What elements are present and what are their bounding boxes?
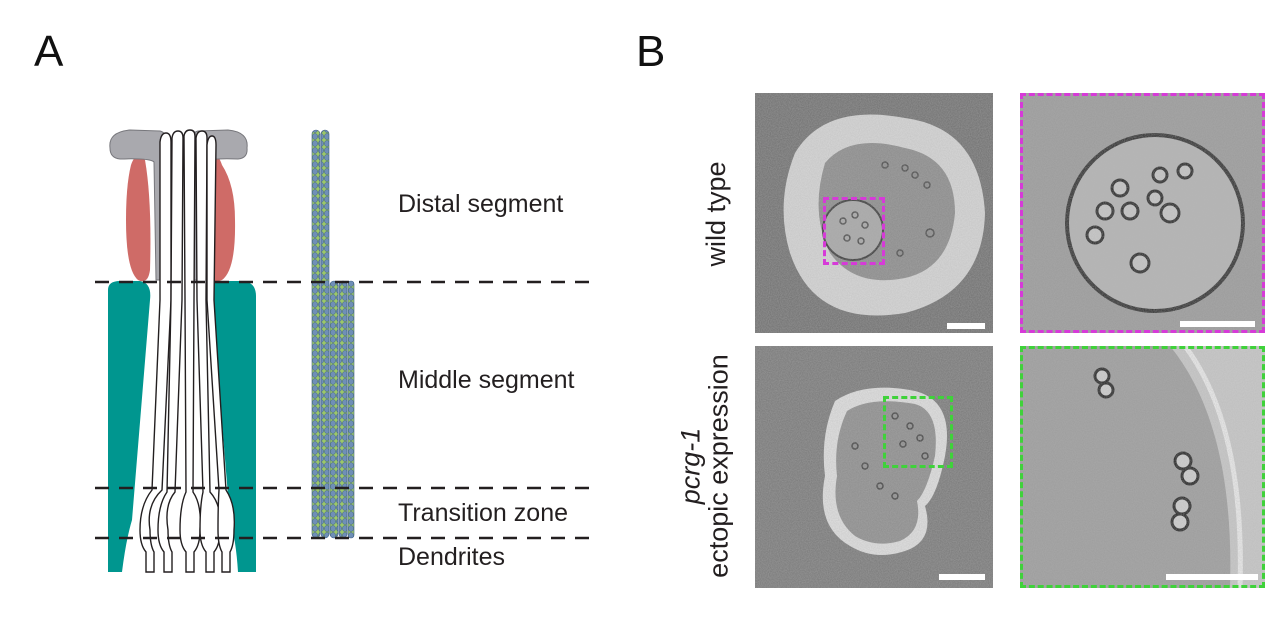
scale-bar <box>947 323 985 329</box>
sheath-cell-left <box>108 281 151 572</box>
em-pcrg1-zoom <box>1020 346 1265 588</box>
sheath-cell-right <box>211 281 256 572</box>
panel-a-letter: A <box>34 27 64 76</box>
row-label-pcrg1: pcrg-1 ectopic expression <box>675 354 734 578</box>
cilia-bundle <box>139 129 236 573</box>
inset-frame-green <box>1020 346 1265 588</box>
label-distal-segment: Distal segment <box>398 190 564 218</box>
em-wild-type-zoom <box>1020 93 1265 333</box>
label-middle-segment: Middle segment <box>398 366 575 394</box>
inset-box-green <box>883 396 953 468</box>
microtubule-c <box>329 280 339 539</box>
inset-frame-magenta <box>1020 93 1265 333</box>
row-label-wild-type: wild type <box>700 161 731 267</box>
cilium-1 <box>139 132 172 573</box>
microtubule-a <box>311 129 321 539</box>
cilium-5 <box>206 135 236 573</box>
label-transition-zone: Transition zone <box>398 499 568 527</box>
scale-bar <box>939 574 985 580</box>
microtubule-b <box>320 129 330 539</box>
label-dendrites: Dendrites <box>398 543 505 571</box>
em-wild-type-overview <box>755 93 993 333</box>
socket-cell-left <box>126 156 151 282</box>
scale-bar <box>1166 574 1258 580</box>
microtubule-d <box>338 280 348 539</box>
segment-boundaries <box>95 280 595 540</box>
panel-b-letter: B <box>636 27 666 76</box>
inset-box-magenta <box>823 197 885 265</box>
scale-bar <box>1180 321 1255 327</box>
em-pcrg1-overview <box>755 346 993 588</box>
microtubule-e <box>347 280 355 539</box>
cilium-2 <box>157 130 184 573</box>
